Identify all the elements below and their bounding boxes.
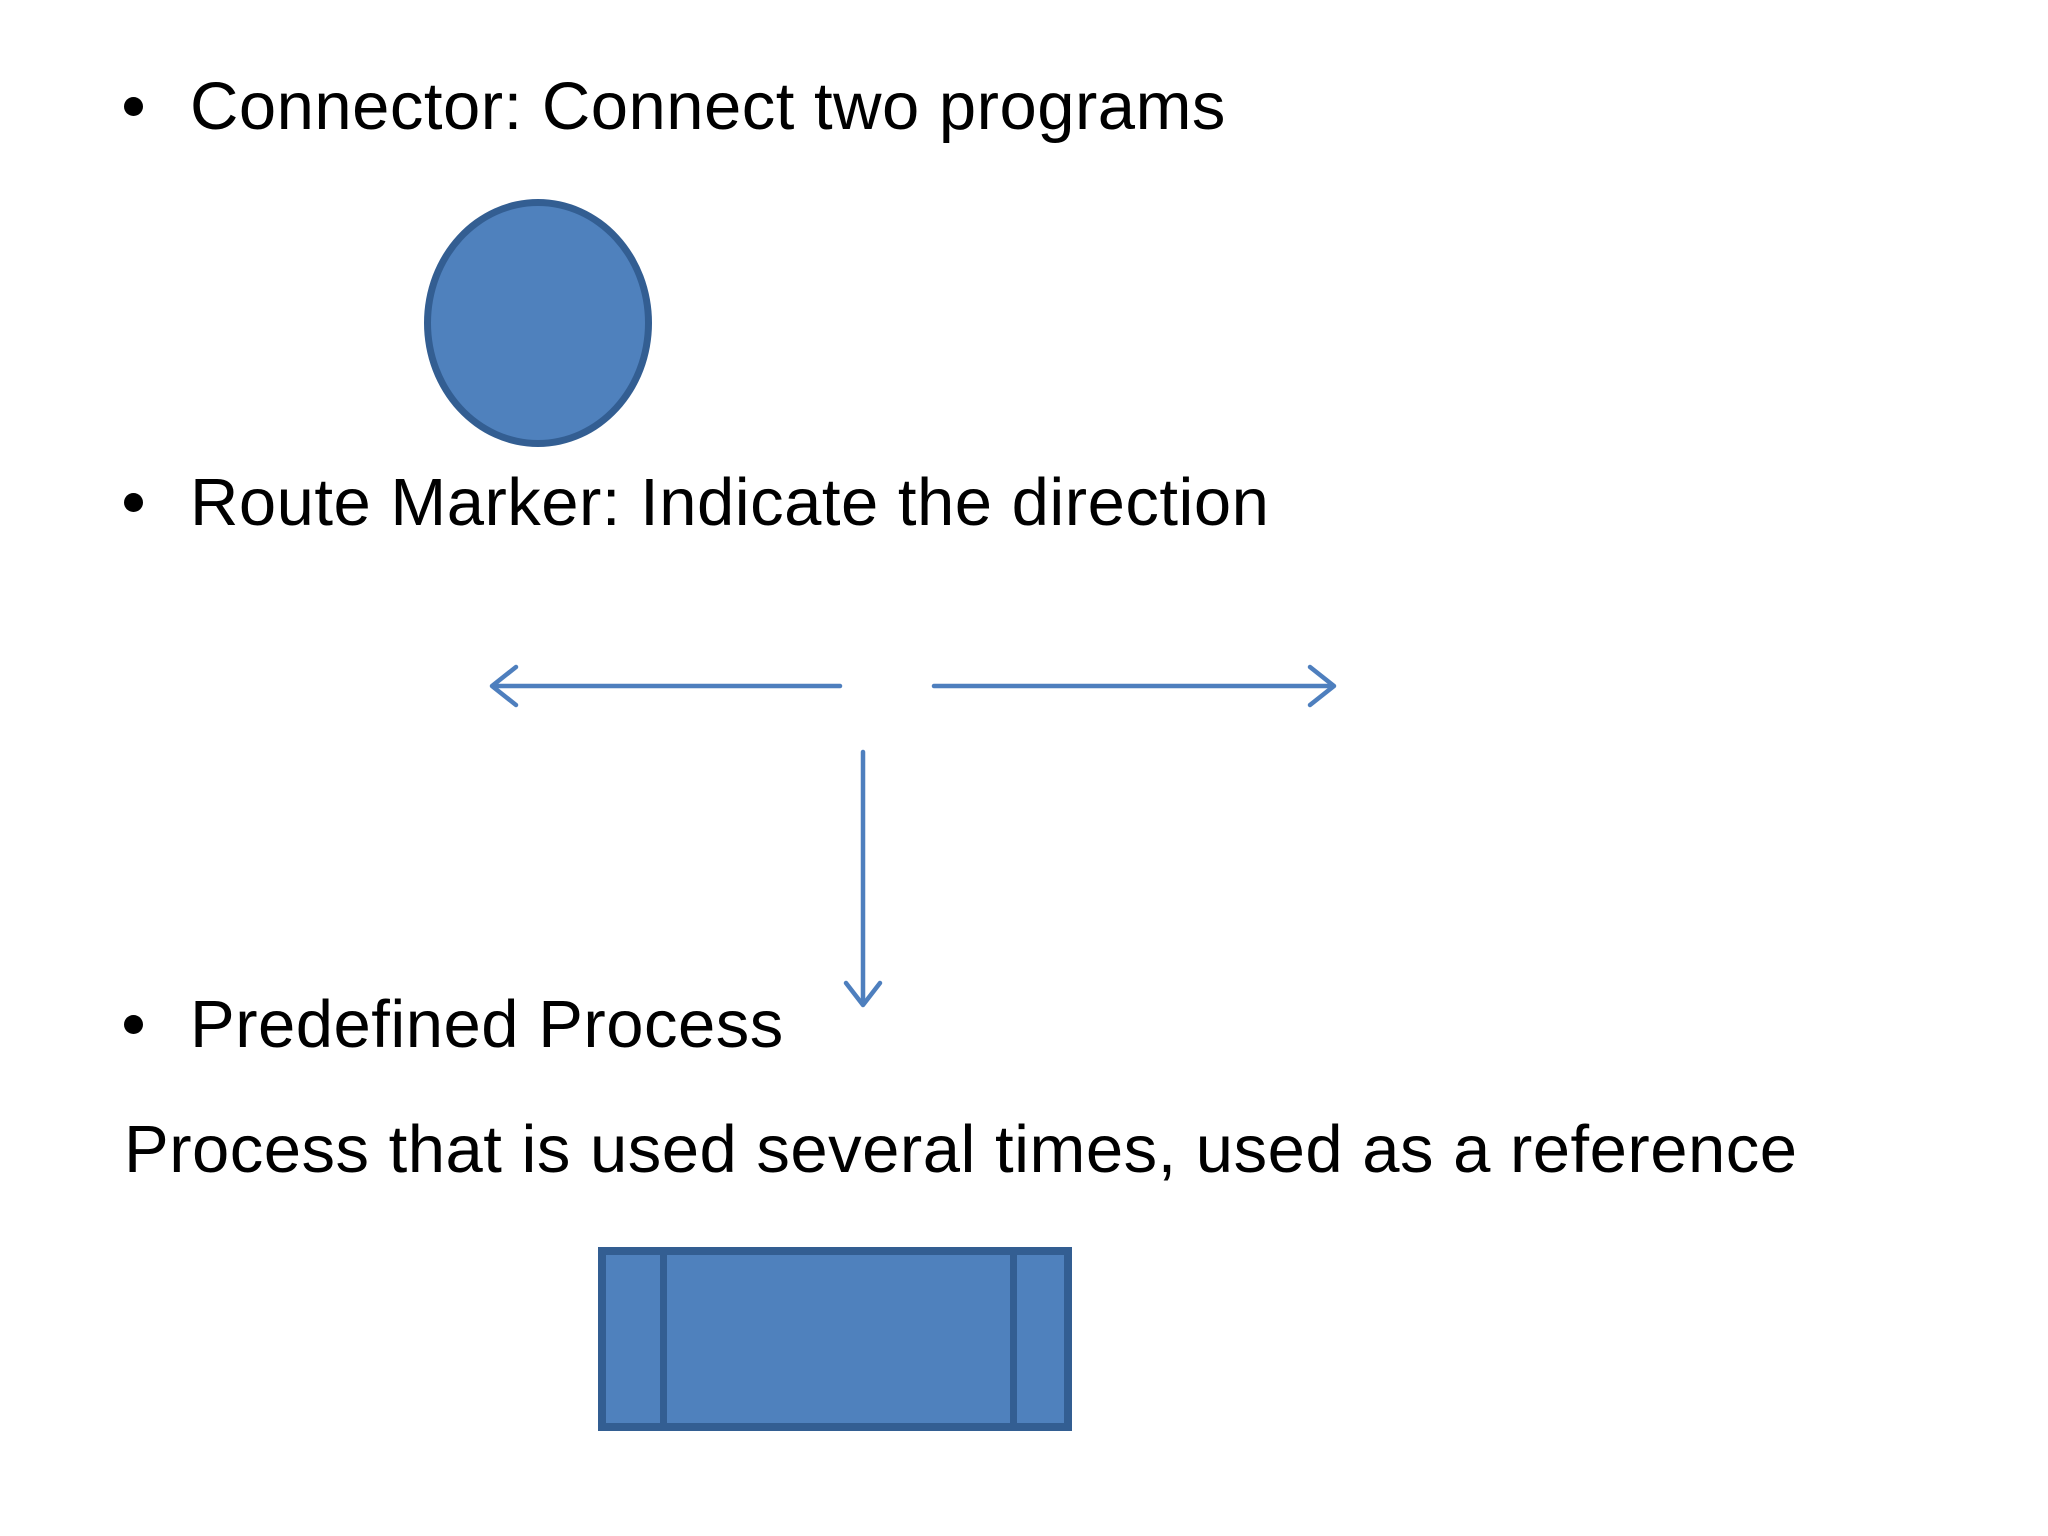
left-arrow-icon [489, 664, 843, 708]
predefined-process-left-bar [660, 1255, 667, 1423]
bullet-item-predefined-process: Predefined Process [124, 984, 784, 1066]
bullet-icon [124, 1015, 143, 1034]
bullet-label-connector: Connector: Connect two programs [190, 69, 1226, 144]
bullet-icon [124, 97, 143, 116]
bullet-item-connector: Connector: Connect two programs [124, 66, 1226, 148]
predefined-process-shape [598, 1247, 1072, 1431]
bullet-icon [124, 493, 143, 512]
predefined-process-description: Process that is used several times, used… [124, 1112, 1798, 1187]
connector-circle-shape [424, 199, 652, 447]
down-arrow-icon [843, 749, 883, 1008]
right-arrow-icon [931, 664, 1337, 708]
predefined-process-right-bar [1010, 1255, 1017, 1423]
bullet-item-route-marker: Route Marker: Indicate the direction [124, 462, 1269, 544]
bullet-label-predefined-process: Predefined Process [190, 987, 784, 1062]
route-marker-arrows [489, 664, 1337, 1008]
bullet-label-route-marker: Route Marker: Indicate the direction [190, 465, 1270, 540]
